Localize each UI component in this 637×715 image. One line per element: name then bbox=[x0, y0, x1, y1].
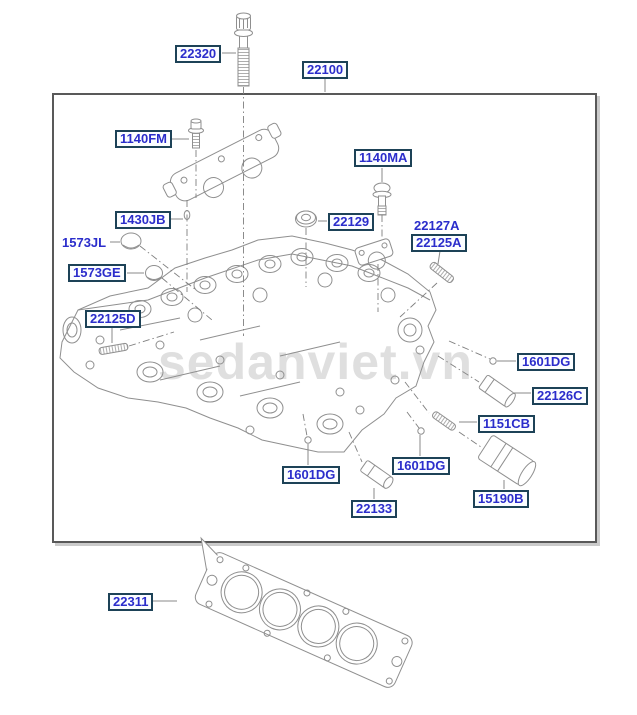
bolt-1140fm-drawing bbox=[188, 118, 204, 149]
grommet-22129-drawing bbox=[295, 210, 317, 228]
part-label-22129[interactable]: 22129 bbox=[328, 213, 375, 231]
cap-1573ge-drawing bbox=[145, 265, 163, 281]
leader-lines bbox=[110, 52, 531, 602]
cap-1573jl-drawing bbox=[120, 232, 142, 250]
cylinder-head-drawing bbox=[59, 235, 437, 453]
stud-1151cb-drawing bbox=[432, 411, 456, 431]
tappet-15190b-drawing bbox=[478, 435, 537, 487]
dowel-22133-drawing bbox=[360, 460, 394, 489]
part-label-1601dg-middle[interactable]: 1601DG bbox=[392, 457, 451, 475]
ball-1601dg-left-drawing bbox=[304, 436, 312, 444]
stud-22125a-drawing bbox=[429, 261, 454, 284]
stud-22125d-drawing bbox=[98, 342, 129, 355]
part-label-15190b[interactable]: 15190B bbox=[473, 490, 529, 508]
part-label-1573jl[interactable]: 1573JL bbox=[62, 235, 107, 250]
ball-1601dg-middle-drawing bbox=[417, 427, 425, 435]
part-label-22100[interactable]: 22100 bbox=[302, 61, 349, 79]
part-label-1140fm[interactable]: 1140FM bbox=[115, 130, 172, 148]
centerlines bbox=[128, 87, 491, 463]
part-label-1601dg-left[interactable]: 1601DG bbox=[282, 466, 341, 484]
head-gasket-drawing bbox=[194, 536, 413, 688]
part-label-1140ma[interactable]: 1140MA bbox=[354, 149, 413, 167]
cam-carrier-bracket-drawing bbox=[162, 122, 282, 202]
diagram-frame bbox=[52, 93, 597, 543]
part-label-22127a[interactable]: 22127A bbox=[414, 218, 460, 233]
part-label-22320[interactable]: 22320 bbox=[175, 45, 222, 63]
part-label-22125d[interactable]: 22125D bbox=[85, 310, 141, 328]
part-label-22126c[interactable]: 22126C bbox=[532, 387, 588, 405]
cam-cap-drawing bbox=[354, 238, 394, 270]
part-label-22125a[interactable]: 22125A bbox=[411, 234, 467, 252]
ball-1601dg-right-drawing bbox=[489, 357, 497, 365]
plug-22126c-drawing bbox=[478, 374, 516, 408]
bolt-1140ma-drawing bbox=[372, 182, 392, 216]
part-label-1430jb[interactable]: 1430JB bbox=[115, 211, 171, 229]
part-label-1151cb[interactable]: 1151CB bbox=[478, 415, 535, 433]
bolt-22320-drawing bbox=[234, 12, 253, 87]
part-label-22311[interactable]: 22311 bbox=[108, 593, 154, 611]
part-label-1601dg-right[interactable]: 1601DG bbox=[517, 353, 576, 371]
part-label-1573ge[interactable]: 1573GE bbox=[68, 264, 126, 282]
part-label-22133[interactable]: 22133 bbox=[351, 500, 398, 518]
